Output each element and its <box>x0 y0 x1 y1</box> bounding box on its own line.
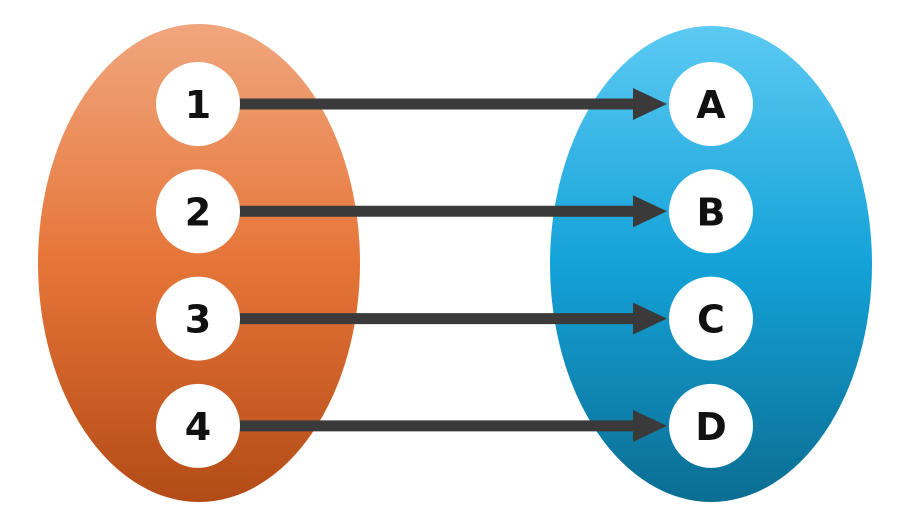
domain-node-circle <box>156 383 240 468</box>
arrow-head <box>633 302 667 335</box>
domain-node-label: 4 <box>185 405 211 449</box>
arrow-head <box>633 409 667 442</box>
codomain-node-b: B <box>669 169 753 254</box>
arrow-1-to-a <box>236 88 667 120</box>
codomain-node-circle <box>669 169 753 254</box>
domain-node-1: 1 <box>156 62 240 146</box>
arrow-3-to-c <box>236 302 667 335</box>
domain-node-label: 1 <box>185 83 211 127</box>
arrow-head <box>633 195 667 228</box>
arrow-head <box>633 88 667 120</box>
domain-node-label: 2 <box>185 190 211 234</box>
mapping-arrows <box>236 88 667 442</box>
codomain-node-c: C <box>669 276 753 361</box>
codomain-node-label: C <box>697 298 725 342</box>
codomain-node-label: B <box>697 190 726 234</box>
arrow-4-to-d <box>236 409 667 442</box>
domain-elements: 1 2 3 4 <box>156 62 240 468</box>
domain-node-2: 2 <box>156 169 240 254</box>
domain-node-circle <box>156 276 240 361</box>
domain-node-circle <box>156 169 240 254</box>
codomain-set-oval <box>550 26 872 502</box>
domain-node-label: 3 <box>185 298 211 342</box>
codomain-node-label: A <box>696 83 726 127</box>
codomain-node-a: A <box>669 62 753 146</box>
domain-node-3: 3 <box>156 276 240 361</box>
codomain-node-circle <box>669 276 753 361</box>
codomain-elements: A B C D <box>669 62 753 468</box>
codomain-node-circle <box>669 62 753 146</box>
codomain-node-circle <box>669 383 753 468</box>
arrow-2-to-b <box>236 195 667 228</box>
codomain-node-d: D <box>669 383 753 468</box>
domain-node-4: 4 <box>156 383 240 468</box>
codomain-node-label: D <box>695 405 727 449</box>
domain-set-oval <box>38 24 360 502</box>
domain-node-circle <box>156 62 240 146</box>
